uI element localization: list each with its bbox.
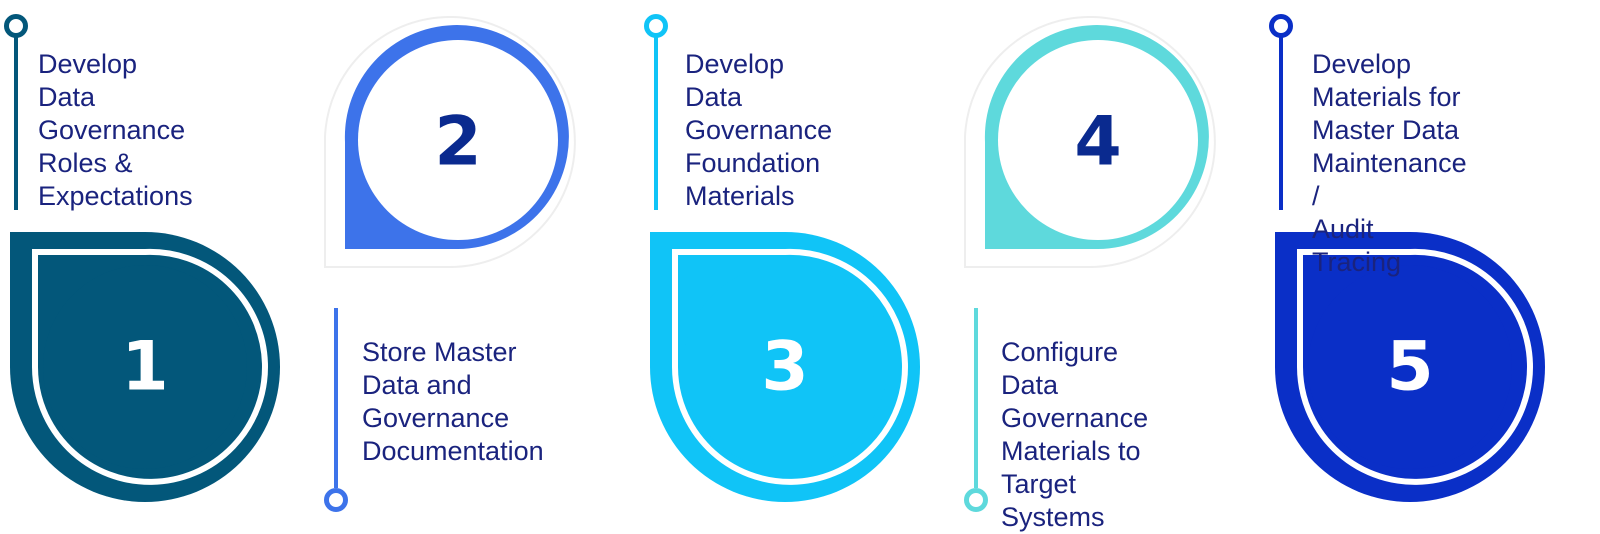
step-2-connector-line bbox=[334, 308, 338, 488]
step-4-connector-dot bbox=[964, 488, 988, 512]
step-2-circle bbox=[358, 40, 558, 240]
step-5-badge: 5 bbox=[1275, 232, 1545, 502]
step-1-connector-line bbox=[14, 30, 18, 210]
step-1-label: Develop Data Governance Roles & Expectat… bbox=[38, 49, 193, 211]
step-2-connector-dot bbox=[324, 488, 348, 512]
step-3-connector-dot bbox=[644, 14, 668, 38]
step-1-number: 1 bbox=[121, 328, 168, 407]
step-2-label: Store Master Data and Governance Documen… bbox=[362, 337, 544, 466]
step-3-inner-ring bbox=[672, 248, 908, 485]
step-3-connector-line bbox=[654, 30, 658, 210]
step-3-circle bbox=[683, 265, 887, 469]
step-4-circle bbox=[998, 40, 1198, 240]
step-4-number: 4 bbox=[1074, 103, 1121, 182]
step-3-label: Develop Data Governance Foundation Mater… bbox=[685, 49, 833, 211]
step-2-number: 2 bbox=[434, 103, 481, 182]
step-5-connector-line bbox=[1279, 30, 1283, 210]
step-4-connector-line bbox=[974, 308, 978, 488]
step-5-number: 5 bbox=[1386, 328, 1433, 407]
step-5-circle bbox=[1308, 265, 1512, 469]
step-1-badge: 1 bbox=[10, 232, 280, 502]
step-5-inner-ring bbox=[1297, 248, 1533, 485]
step-4-badge: 4 bbox=[964, 16, 1216, 268]
step-1-inner-ring bbox=[32, 248, 268, 485]
step-5-connector-dot bbox=[1269, 14, 1293, 38]
step-1-connector-dot bbox=[4, 14, 28, 38]
step-4-label: Configure Data Governance Materials to T… bbox=[1001, 337, 1149, 532]
step-1-circle bbox=[43, 265, 247, 469]
step-5-label: Develop Materials for Master Data Mainte… bbox=[1312, 49, 1467, 277]
step-3-badge: 3 bbox=[650, 232, 920, 502]
step-2-badge: 2 bbox=[324, 16, 576, 268]
step-3-number: 3 bbox=[761, 328, 808, 407]
